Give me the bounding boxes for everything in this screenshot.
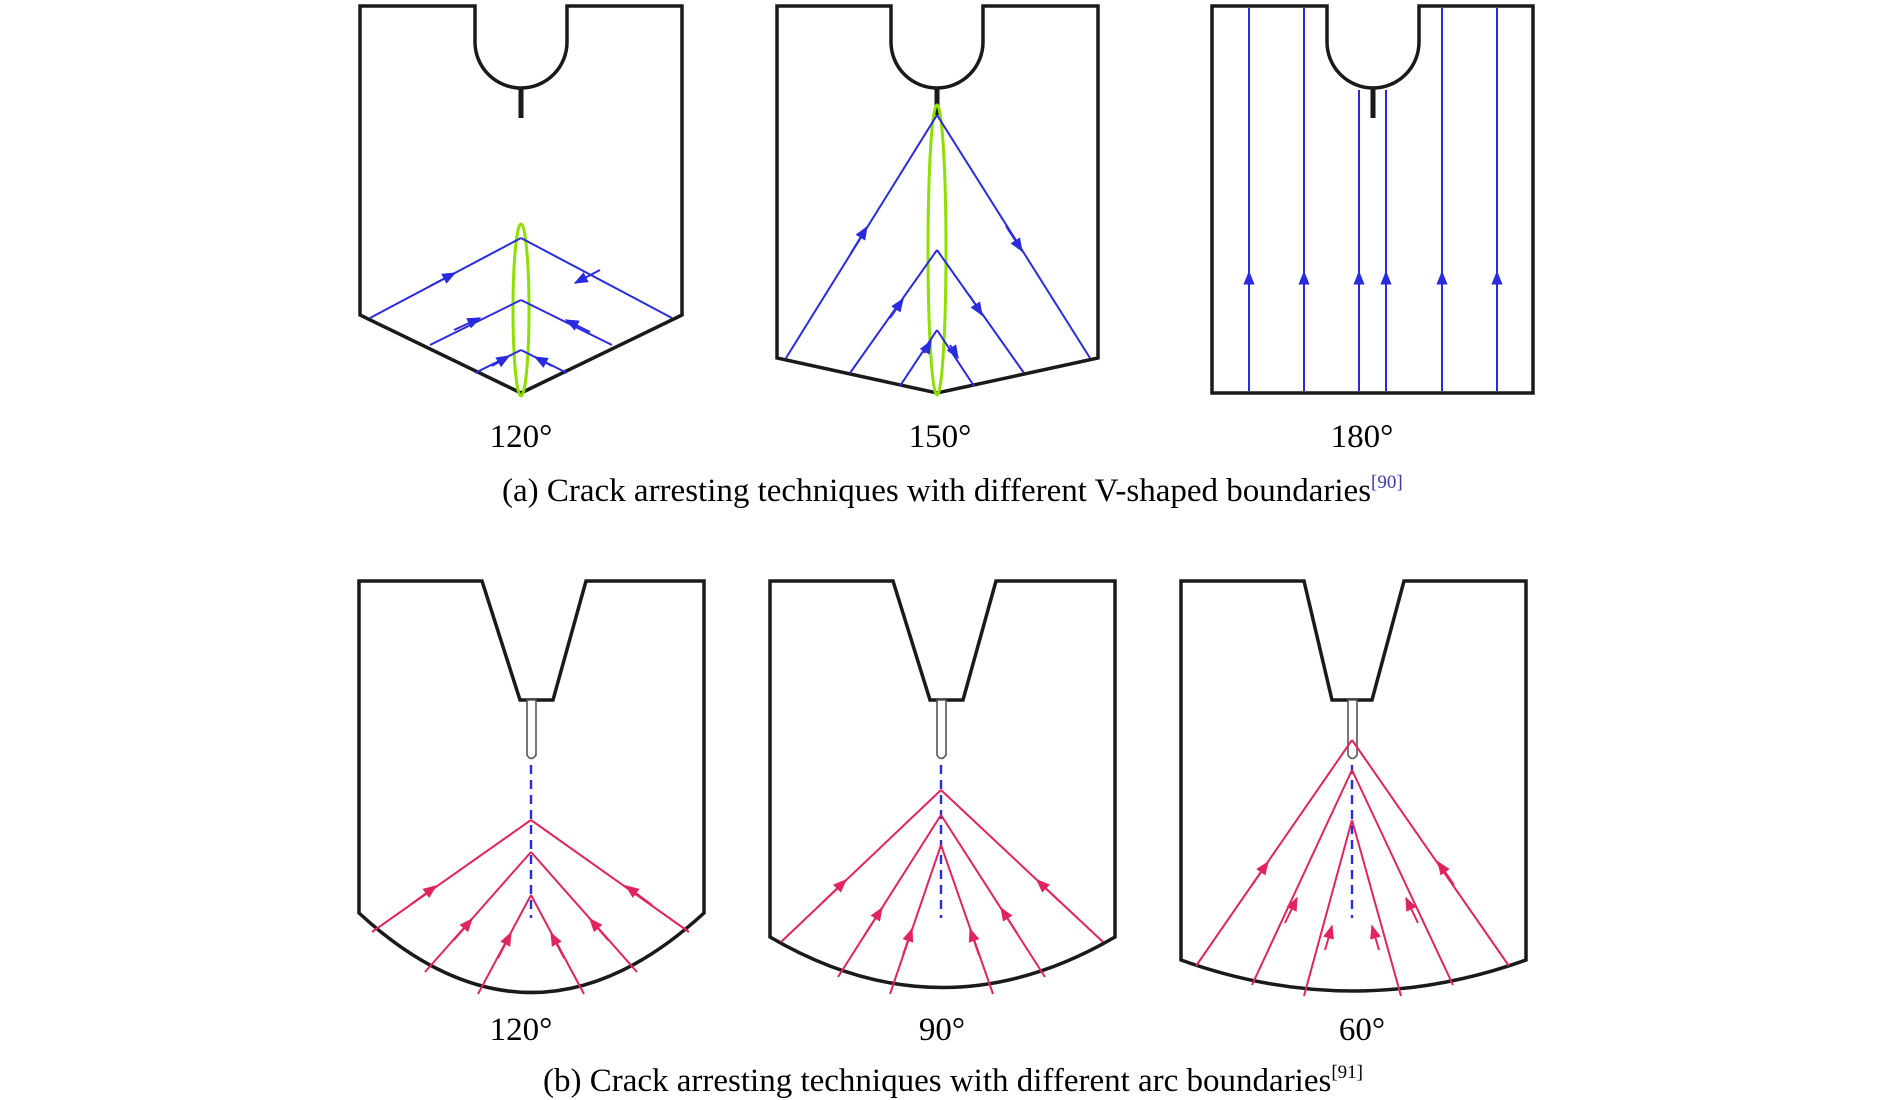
angle-label: 90° xyxy=(919,1012,965,1048)
caption-a-text: (a) Crack arresting techniques with diff… xyxy=(502,473,1371,509)
specimen-outline xyxy=(1210,4,1535,395)
angle-label: 180° xyxy=(1331,419,1394,455)
wave-arrows xyxy=(1251,860,1455,951)
specimen-outline xyxy=(768,579,1117,990)
specimen-b-60 xyxy=(1179,579,1528,997)
specimen-a-180 xyxy=(1210,4,1535,395)
angle-label: 120° xyxy=(490,419,553,455)
wave-fronts xyxy=(1248,8,1498,391)
specimen-outline xyxy=(775,4,1100,395)
angle-label: 120° xyxy=(490,1012,553,1048)
specimen-a-120 xyxy=(358,4,684,398)
caption-b-text: (b) Crack arresting techniques with diff… xyxy=(543,1063,1331,1099)
caption-b-ref: [91] xyxy=(1331,1062,1363,1083)
specimen-b-90 xyxy=(768,579,1117,995)
wave-arrows xyxy=(822,879,1061,956)
precrack-slot xyxy=(936,699,947,760)
wave-fronts xyxy=(785,114,1091,387)
wave-fronts xyxy=(1195,739,1510,997)
angle-label: 150° xyxy=(909,419,972,455)
panel-a: 120° 150° 180° (a) Crack arresting techn… xyxy=(358,4,1535,509)
specimen-a-150 xyxy=(775,4,1100,397)
wave-arrows xyxy=(429,269,601,368)
angle-label: 60° xyxy=(1339,1012,1385,1048)
specimen-outline xyxy=(1179,579,1528,993)
caption-a: (a) Crack arresting techniques with diff… xyxy=(502,472,1403,509)
caption-b: (b) Crack arresting techniques with diff… xyxy=(543,1062,1363,1099)
precrack-slot xyxy=(1347,699,1358,760)
wave-fronts xyxy=(780,789,1104,995)
specimen-outline xyxy=(358,4,684,395)
caption-a-ref: [90] xyxy=(1371,472,1403,493)
wave-arrows xyxy=(1243,270,1503,300)
interference-zone xyxy=(926,103,948,397)
precrack-slot xyxy=(526,699,537,760)
specimen-outline xyxy=(357,579,706,995)
interference-zone xyxy=(511,222,531,398)
wave-fronts xyxy=(369,237,673,374)
wave-arrows xyxy=(409,885,653,959)
wave-arrows xyxy=(850,225,1023,360)
panel-b: 120° 90° 60° (b) Crack arresting techniq… xyxy=(357,579,1528,1099)
specimen-b-120 xyxy=(357,579,706,995)
